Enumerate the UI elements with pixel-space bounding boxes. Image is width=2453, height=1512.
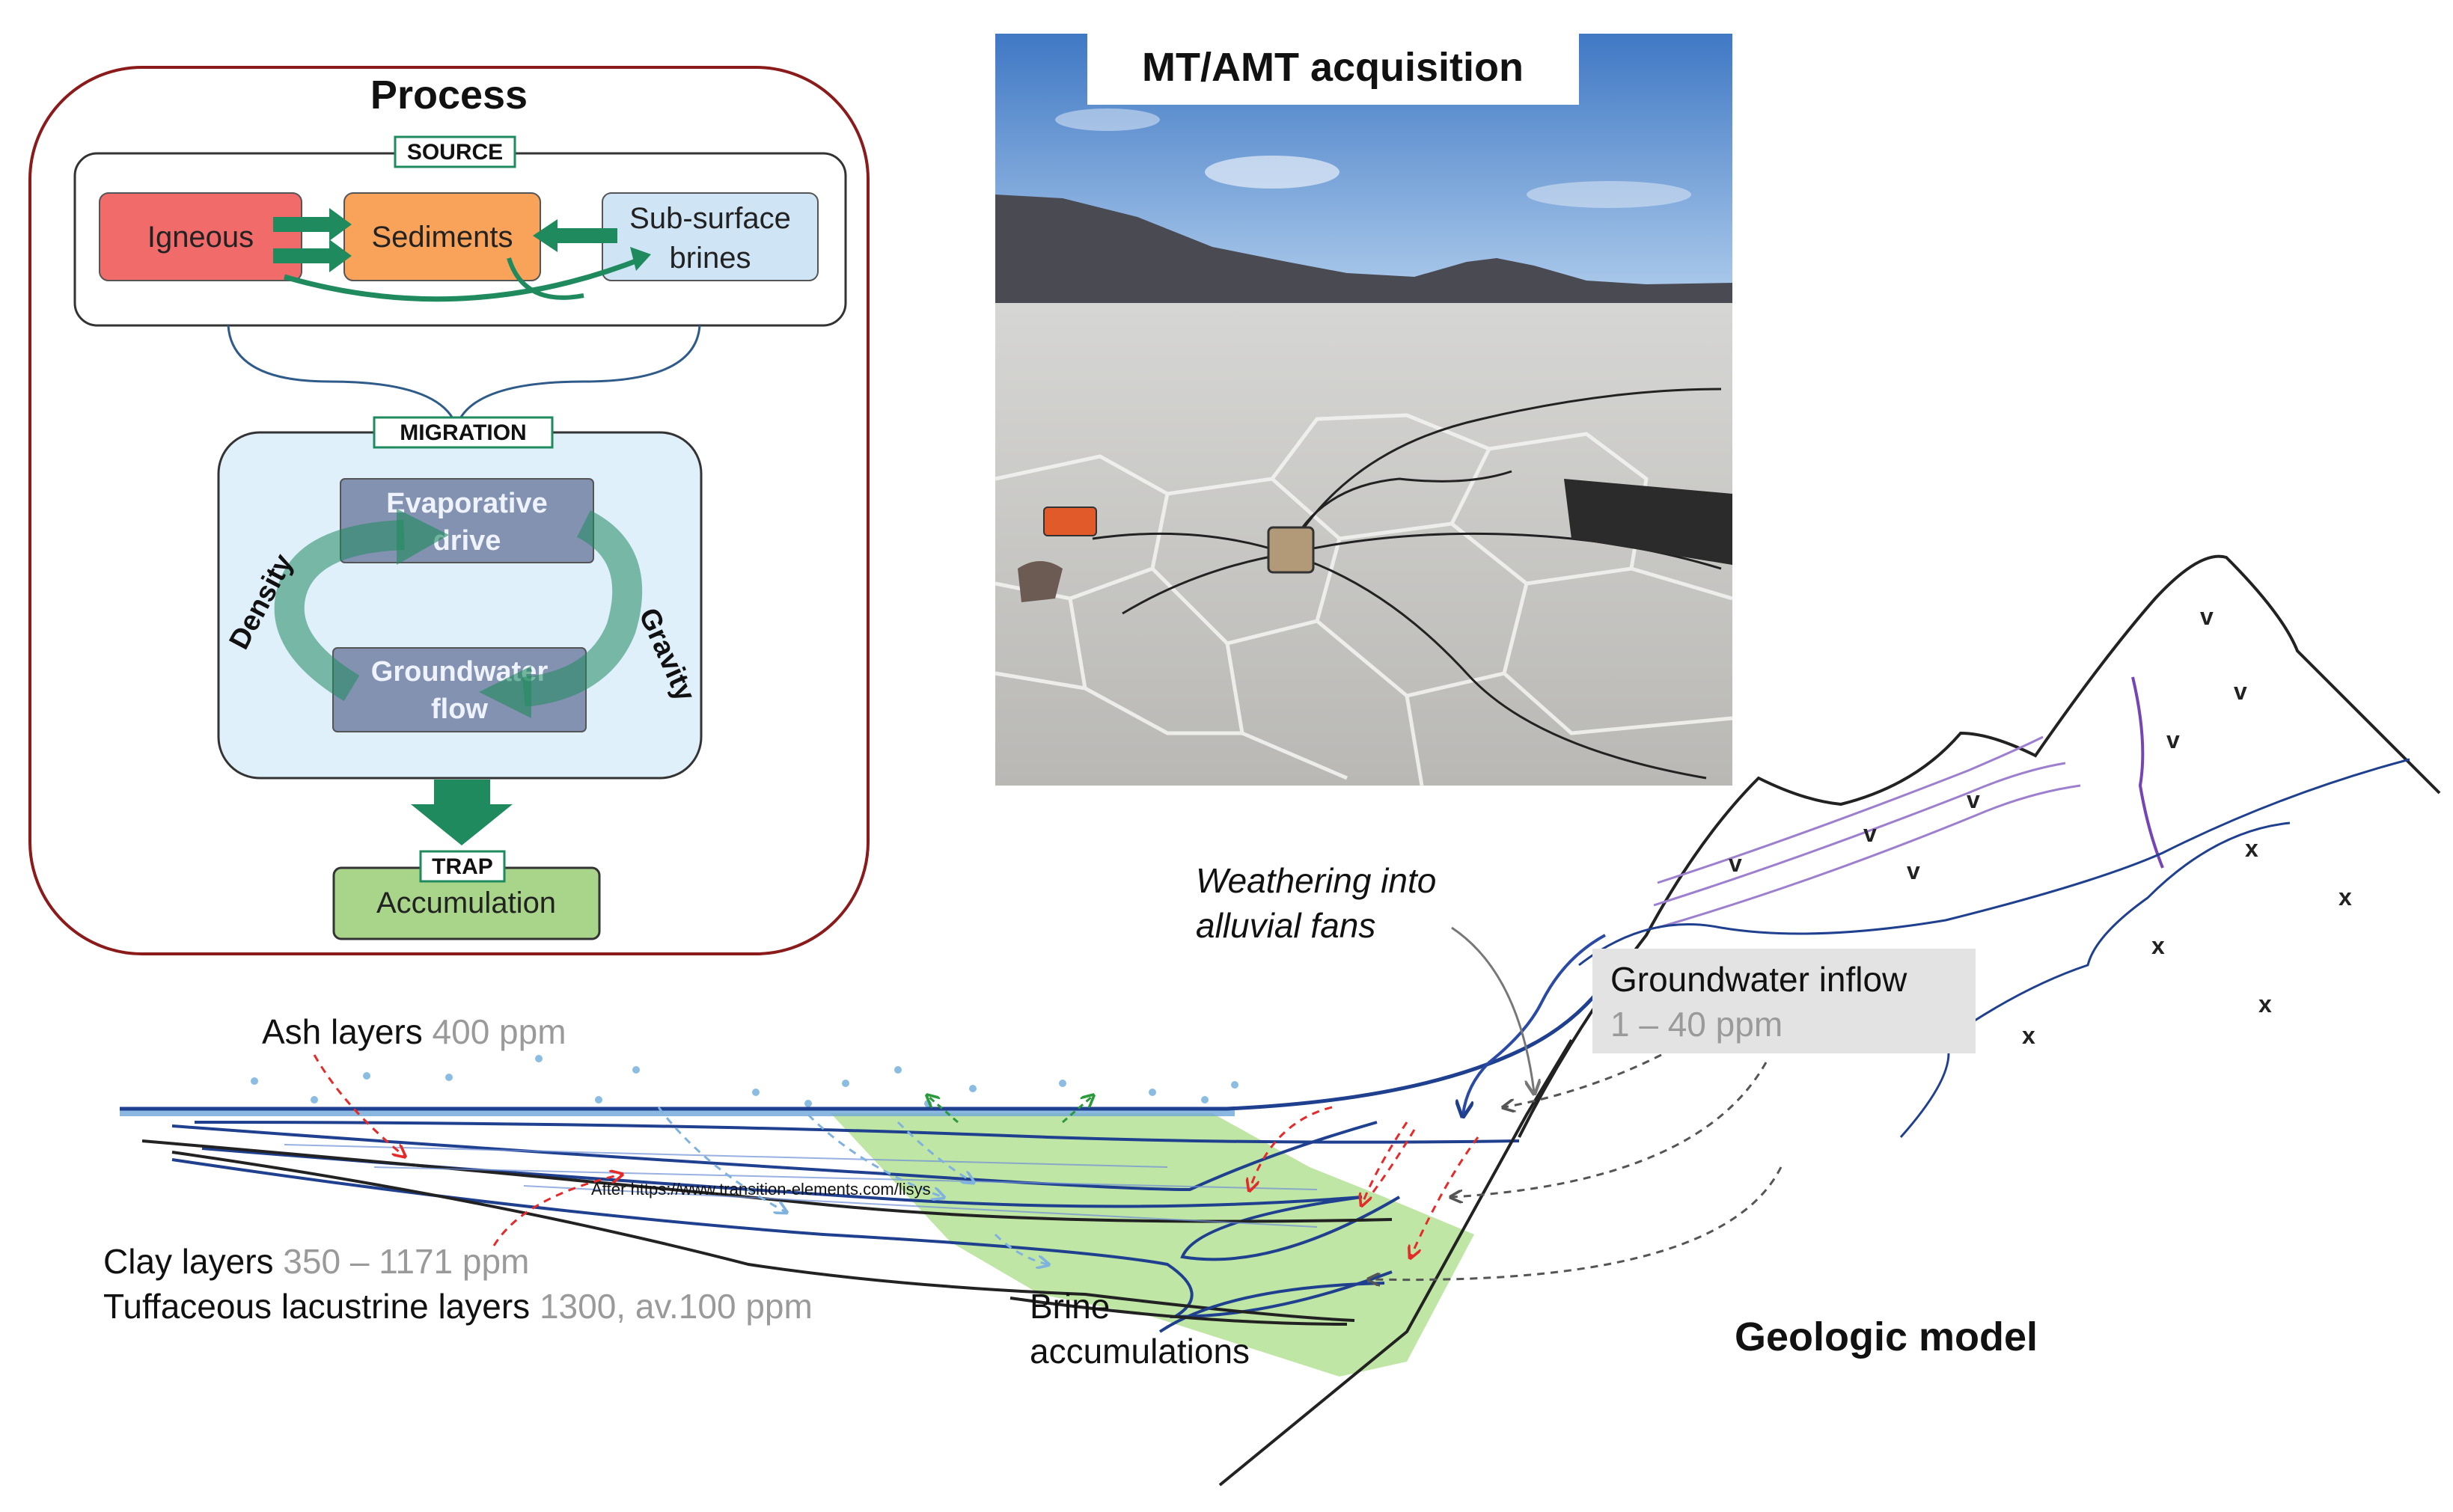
weathering-label-2: alluvial fans: [1196, 906, 1375, 945]
svg-text:x: x: [2258, 991, 2272, 1017]
svg-text:v: v: [1907, 857, 1920, 884]
sediments-loop-curve: [507, 257, 584, 300]
igneous-box: [99, 192, 302, 281]
red-arrows: [313, 1054, 1479, 1257]
groundwater-label-2: flow: [431, 694, 488, 725]
geologic-model-title: Geologic model: [1735, 1314, 2038, 1359]
weathering-arrow: [1451, 926, 1534, 1092]
inflow-channel: [1463, 934, 1606, 1115]
brines-label-2: brines: [670, 242, 751, 275]
layer-line-base: [1158, 1282, 1385, 1333]
svg-text:x: x: [2339, 884, 2352, 910]
blue-arrows: [657, 1107, 1048, 1264]
photo-title-bar: [1087, 34, 1579, 105]
mountain-range: [995, 195, 1732, 307]
basement-contact: [1578, 758, 2410, 967]
weathering-label-1: Weathering into: [1196, 861, 1436, 900]
purple-strata: [1653, 735, 2081, 929]
black-case: [1564, 479, 1732, 565]
igneous-label: Igneous: [147, 221, 254, 254]
svg-text:x: x: [2022, 1022, 2035, 1049]
cloud: [1055, 108, 1160, 131]
layer-line-bottom: [171, 1151, 1355, 1322]
svg-text:x: x: [2245, 835, 2258, 862]
accumulation-label: Accumulation: [376, 887, 556, 919]
svg-text:v: v: [1863, 820, 1877, 847]
svg-text:v: v: [1967, 786, 1980, 813]
brine-label-2: accumulations: [1030, 1332, 1250, 1371]
svg-text:x: x: [2151, 932, 2165, 959]
trap-label: TRAP: [432, 854, 493, 879]
evaporation-arrows: [928, 1096, 1093, 1124]
source-label: SOURCE: [407, 140, 503, 165]
layer-line-2: [194, 1121, 1520, 1144]
brines-to-sediments-arrow: [533, 219, 617, 252]
source-tag: [394, 135, 516, 168]
cycle-arrowhead-top: [397, 509, 449, 565]
clay-layers-label: Clay layers 350 – 1171 ppm: [103, 1242, 529, 1281]
cycle-arrows: [274, 510, 643, 707]
curve-arrowhead: [630, 247, 651, 271]
recorder-box: [1267, 526, 1315, 574]
gw-inflow-label: Groundwater inflow: [1610, 960, 1907, 999]
inflow-arrows: [1369, 1053, 1783, 1280]
basement-symbols: x x x x x: [2022, 835, 2352, 1049]
brine-fill: [831, 1113, 1474, 1377]
svg-text:v: v: [2200, 603, 2214, 630]
layer-line-3: [171, 1121, 1378, 1192]
orange-case: [1043, 506, 1097, 536]
geologic-model: v v v v v v v x x x x x: [103, 554, 2441, 1487]
svg-text:v: v: [2166, 726, 2180, 753]
ash-layers-label: Ash layers 400 ppm: [262, 1012, 566, 1051]
debris: [1018, 561, 1063, 602]
igneous-to-sediments-arrows: [273, 208, 352, 272]
basin-fault: [1218, 1038, 1573, 1487]
basin-bottom: [1009, 1297, 1348, 1326]
cloud: [1205, 156, 1339, 189]
svg-text:v: v: [2234, 678, 2247, 705]
mountain-outline: [1518, 554, 2441, 1138]
gw-inflow-box: [1592, 949, 1976, 1053]
layer-line-6: [171, 1158, 1393, 1319]
migration-to-trap-arrow: [411, 780, 513, 845]
clay-layers-value: 350 – 1171 ppm: [283, 1242, 529, 1281]
migration-label: MIGRATION: [400, 420, 526, 445]
layer-line-4: [201, 1147, 1401, 1261]
faint-layer-lines: [284, 1144, 1318, 1228]
brine-label-1: Brine: [1030, 1287, 1110, 1326]
process-panel: Process SOURCE Igneous Sediments Sub-sur…: [28, 66, 870, 955]
basement-line: [1899, 821, 2291, 1138]
instrument-cables: [1092, 388, 1722, 780]
cloud: [1527, 181, 1691, 208]
photo-title: MT/AMT acquisition: [1142, 45, 1524, 90]
cycle-arrowhead-bottom: [479, 666, 531, 718]
process-title: Process: [370, 73, 528, 117]
sediments-label: Sediments: [372, 221, 513, 254]
ash-layers-value: 400 ppm: [433, 1012, 566, 1051]
dike-purple: [2131, 676, 2164, 869]
brines-label-1: Sub-surface: [629, 202, 791, 235]
trap-tag: [419, 850, 506, 883]
layer-line-top: [120, 986, 1603, 1111]
evaporative-label-1: Evaporative: [386, 488, 547, 519]
igneous-to-brines-curve: [284, 255, 645, 302]
layer-line-5: [141, 1139, 1393, 1223]
volcanic-symbols: v v v v v v v: [1729, 603, 2247, 884]
svg-text:v: v: [1729, 850, 1742, 877]
photo-panel: MT/AMT acquisition: [995, 34, 1733, 786]
tuff-layers-value: 1300, av.100 ppm: [540, 1287, 813, 1326]
evaporative-label-2: drive: [433, 525, 501, 557]
migration-tag: [373, 416, 554, 449]
tuff-layers-label: Tuffaceous lacustrine layers 1300, av.10…: [103, 1287, 813, 1326]
source-credit: After https://www.transition-elements.co…: [591, 1180, 931, 1199]
gw-inflow-value: 1 – 40 ppm: [1610, 1005, 1783, 1044]
